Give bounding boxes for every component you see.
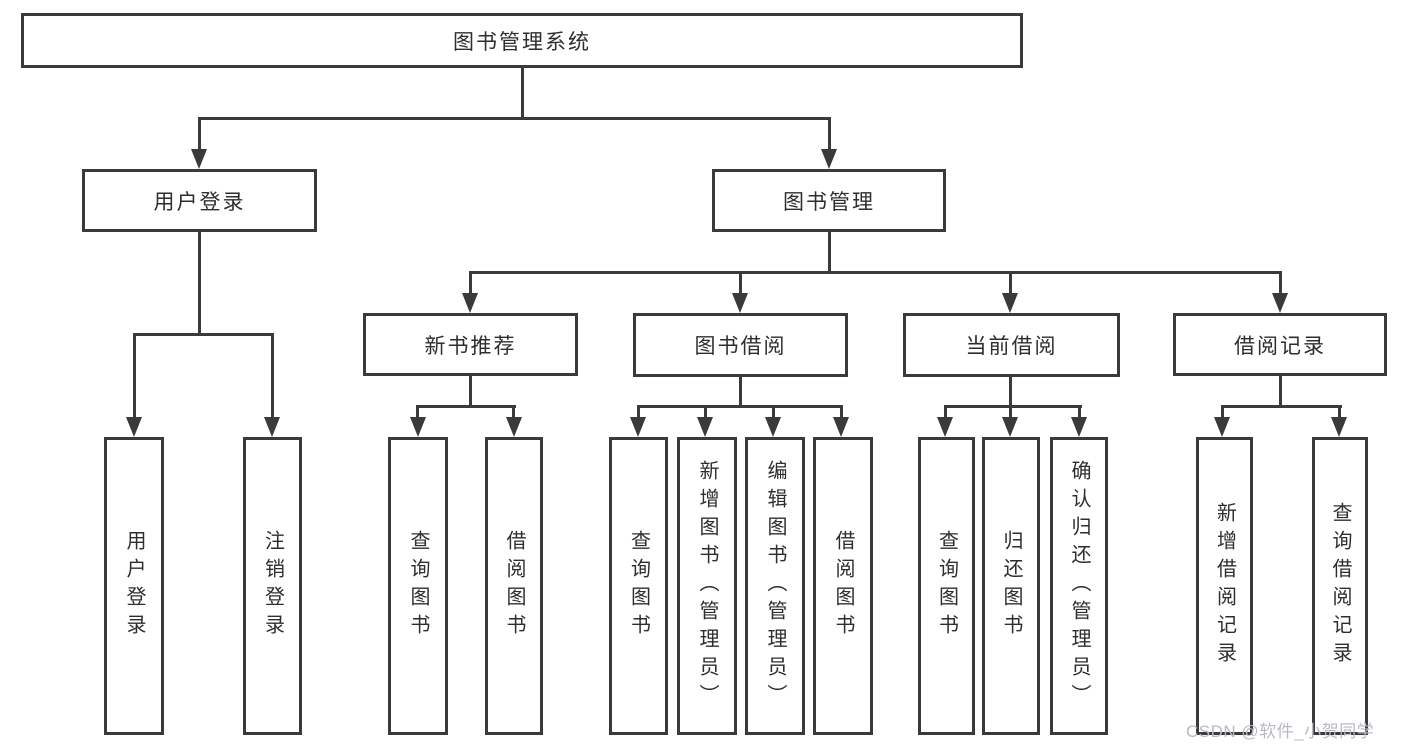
connector-user-login-branch [133, 333, 274, 336]
connector-borrow-record-stem [1279, 376, 1282, 408]
arrowhead-bb-edit [765, 417, 781, 437]
leaf-cb-confirm-return-admin: 确认归还（管理员） [1050, 437, 1108, 735]
leaf-bb-query-book: 查询图书 [609, 437, 668, 735]
arrowhead-leaf-logout [264, 417, 280, 437]
arrowhead-user-login [191, 149, 207, 169]
leaf-rec-query-book: 查询图书 [388, 437, 448, 735]
connector-new-book-rec-branch [416, 405, 516, 408]
connector-to-cb-confirm [1078, 405, 1081, 420]
arrowhead-bb-add [697, 417, 713, 437]
connector-to-new-book-rec [469, 271, 472, 296]
node-borrow-record: 借阅记录 [1173, 313, 1387, 376]
node-book-mgmt: 图书管理 [712, 169, 946, 232]
arrowhead-cb-confirm [1071, 417, 1087, 437]
arrowhead-book-borrow [732, 293, 748, 313]
arrowhead-br-query [1331, 417, 1347, 437]
connector-to-bb-add [704, 405, 707, 420]
leaf-logout: 注销登录 [243, 437, 302, 735]
arrowhead-cb-query [937, 417, 953, 437]
connector-to-user-login [198, 117, 201, 152]
connector-to-bb-edit [772, 405, 775, 420]
connector-root-stem [521, 68, 524, 119]
connector-to-cb-query [944, 405, 947, 420]
leaf-br-add-record: 新增借阅记录 [1196, 437, 1253, 735]
node-user-login: 用户登录 [82, 169, 317, 232]
node-current-borrow: 当前借阅 [903, 313, 1120, 377]
connector-book-borrow-branch [637, 405, 843, 408]
connector-new-book-rec-stem [469, 376, 472, 408]
arrowhead-book-mgmt [821, 149, 837, 169]
node-new-book-rec: 新书推荐 [363, 313, 578, 376]
csdn-watermark: CSDN @软件_小贺同学 [1186, 722, 1375, 741]
connector-to-current-borrow [1009, 271, 1012, 296]
leaf-cb-query-book: 查询图书 [918, 437, 975, 735]
arrowhead-rec-borrow [506, 417, 522, 437]
arrowhead-bb-borrow [833, 417, 849, 437]
arrowhead-new-book-rec [462, 293, 478, 313]
connector-current-borrow-stem [1009, 377, 1012, 408]
connector-current-borrow-branch [944, 405, 1082, 408]
connector-to-bb-query [637, 405, 640, 420]
connector-to-leaf-logout [271, 333, 274, 419]
connector-to-br-add [1221, 405, 1224, 420]
arrowhead-current-borrow [1002, 293, 1018, 313]
connector-to-bb-borrow [840, 405, 843, 420]
connector-to-rec-query [416, 405, 419, 420]
connector-borrow-record-branch [1221, 405, 1342, 408]
node-book-borrow: 图书借阅 [633, 313, 848, 377]
connector-to-borrow-record [1279, 271, 1282, 296]
connector-to-book-borrow [739, 271, 742, 296]
leaf-br-query-record: 查询借阅记录 [1312, 437, 1368, 735]
connector-to-leaf-login [133, 333, 136, 419]
arrowhead-borrow-record [1272, 293, 1288, 313]
connector-book-borrow-stem [739, 377, 742, 408]
connector-to-br-query [1338, 405, 1341, 420]
arrowhead-rec-query [410, 417, 426, 437]
leaf-cb-return-book: 归还图书 [982, 437, 1040, 735]
connector-book-mgmt-stem [828, 232, 831, 274]
connector-root-branch [198, 117, 831, 120]
leaf-rec-borrow-book: 借阅图书 [485, 437, 543, 735]
connector-to-rec-borrow [512, 405, 515, 420]
leaf-bb-add-book-admin: 新增图书（管理员） [677, 437, 737, 735]
arrowhead-br-add [1214, 417, 1230, 437]
leaf-bb-edit-book-admin: 编辑图书（管理员） [745, 437, 805, 735]
arrowhead-leaf-login [126, 417, 142, 437]
connector-book-mgmt-branch [469, 271, 1282, 274]
connector-to-cb-return [1009, 405, 1012, 420]
leaf-user-login: 用户登录 [104, 437, 164, 735]
leaf-bb-borrow-book: 借阅图书 [813, 437, 873, 735]
arrowhead-cb-return [1002, 417, 1018, 437]
connector-user-login-stem [198, 232, 201, 336]
connector-to-book-mgmt [828, 117, 831, 152]
node-root-system: 图书管理系统 [21, 13, 1023, 68]
arrowhead-bb-query [630, 417, 646, 437]
